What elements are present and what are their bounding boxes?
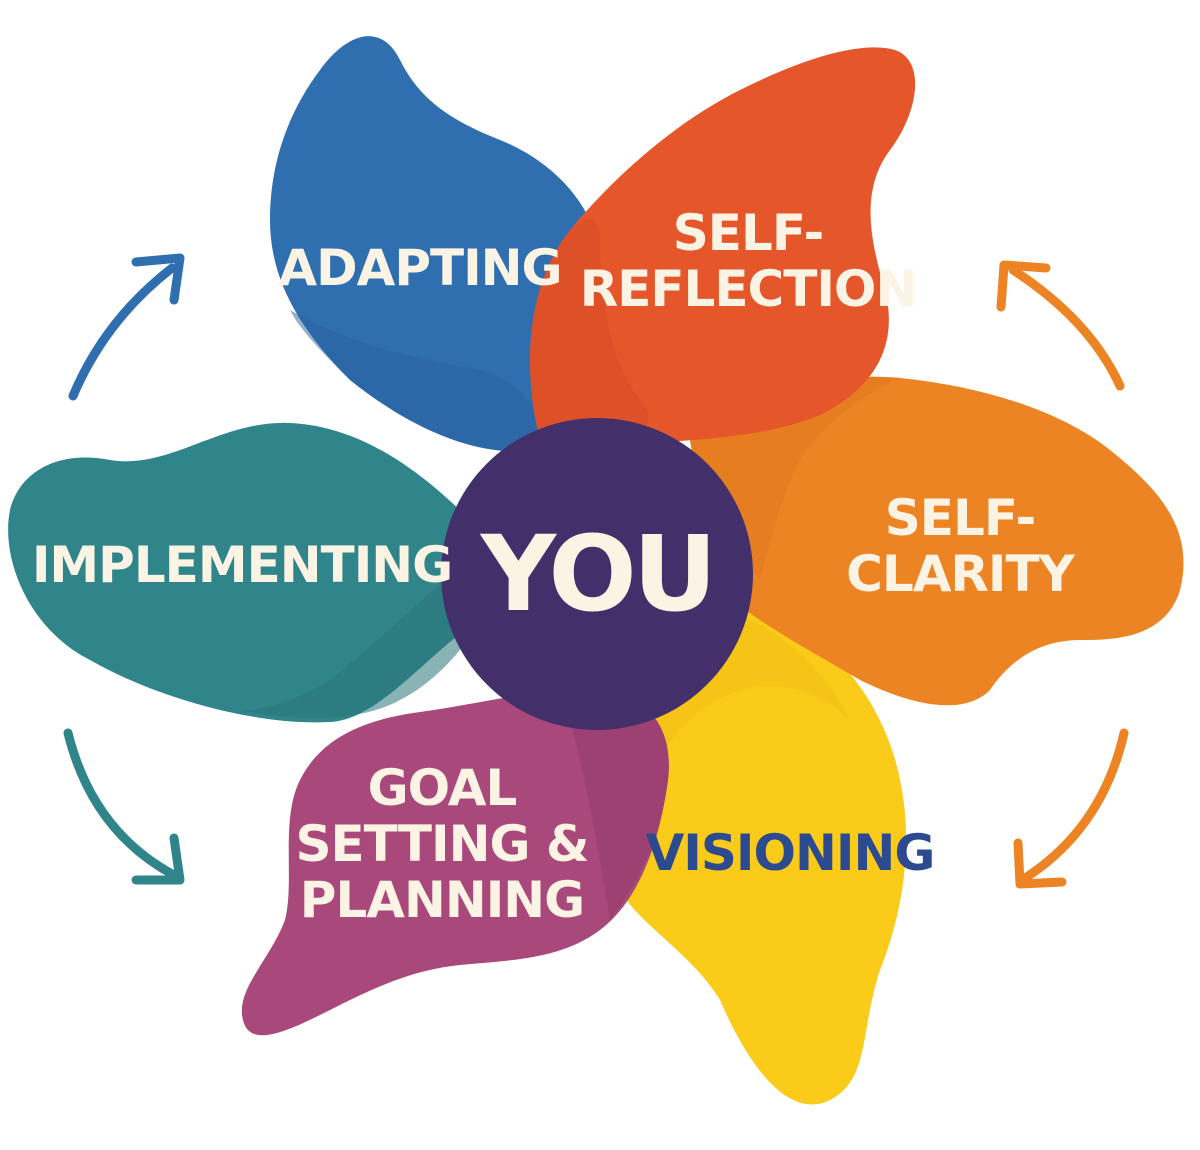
label-line: CLARITY — [846, 545, 1075, 603]
cycle-arrows — [63, 253, 1129, 889]
arrow-bottom-left-icon — [63, 728, 185, 885]
label-line: REFLECTION — [580, 260, 917, 318]
label-line: ADAPTING — [278, 239, 561, 297]
label-visioning: VISIONING — [646, 824, 935, 882]
petal-goal-setting-planning — [241, 688, 669, 1036]
label-line: SETTING & — [295, 815, 588, 873]
label-line: SELF- — [673, 204, 823, 262]
label-adapting: ADAPTING — [278, 239, 561, 297]
arrow-top-right-icon — [996, 260, 1125, 391]
petal-adapting — [270, 36, 603, 452]
label-self-reflection: SELF-REFLECTION — [580, 204, 917, 318]
petal-self-reflection — [530, 47, 916, 448]
label-implementing: IMPLEMENTING — [32, 536, 452, 594]
petal-implementing — [8, 422, 481, 723]
label-line: PLANNING — [300, 871, 584, 929]
arrow-bottom-right-icon — [1013, 728, 1129, 889]
label-line: GOAL — [368, 759, 517, 817]
center-node: YOU — [441, 418, 753, 730]
petal-labels: ADAPTING SELF-REFLECTION SELF-CLARITY VI… — [32, 204, 1077, 929]
center-label: YOU — [479, 513, 713, 635]
arrow-top-left-icon — [68, 253, 185, 401]
label-line: IMPLEMENTING — [32, 536, 452, 594]
label-line: VISIONING — [646, 824, 935, 882]
label-self-clarity: SELF-CLARITY — [846, 489, 1075, 603]
label-line: SELF- — [885, 489, 1035, 547]
